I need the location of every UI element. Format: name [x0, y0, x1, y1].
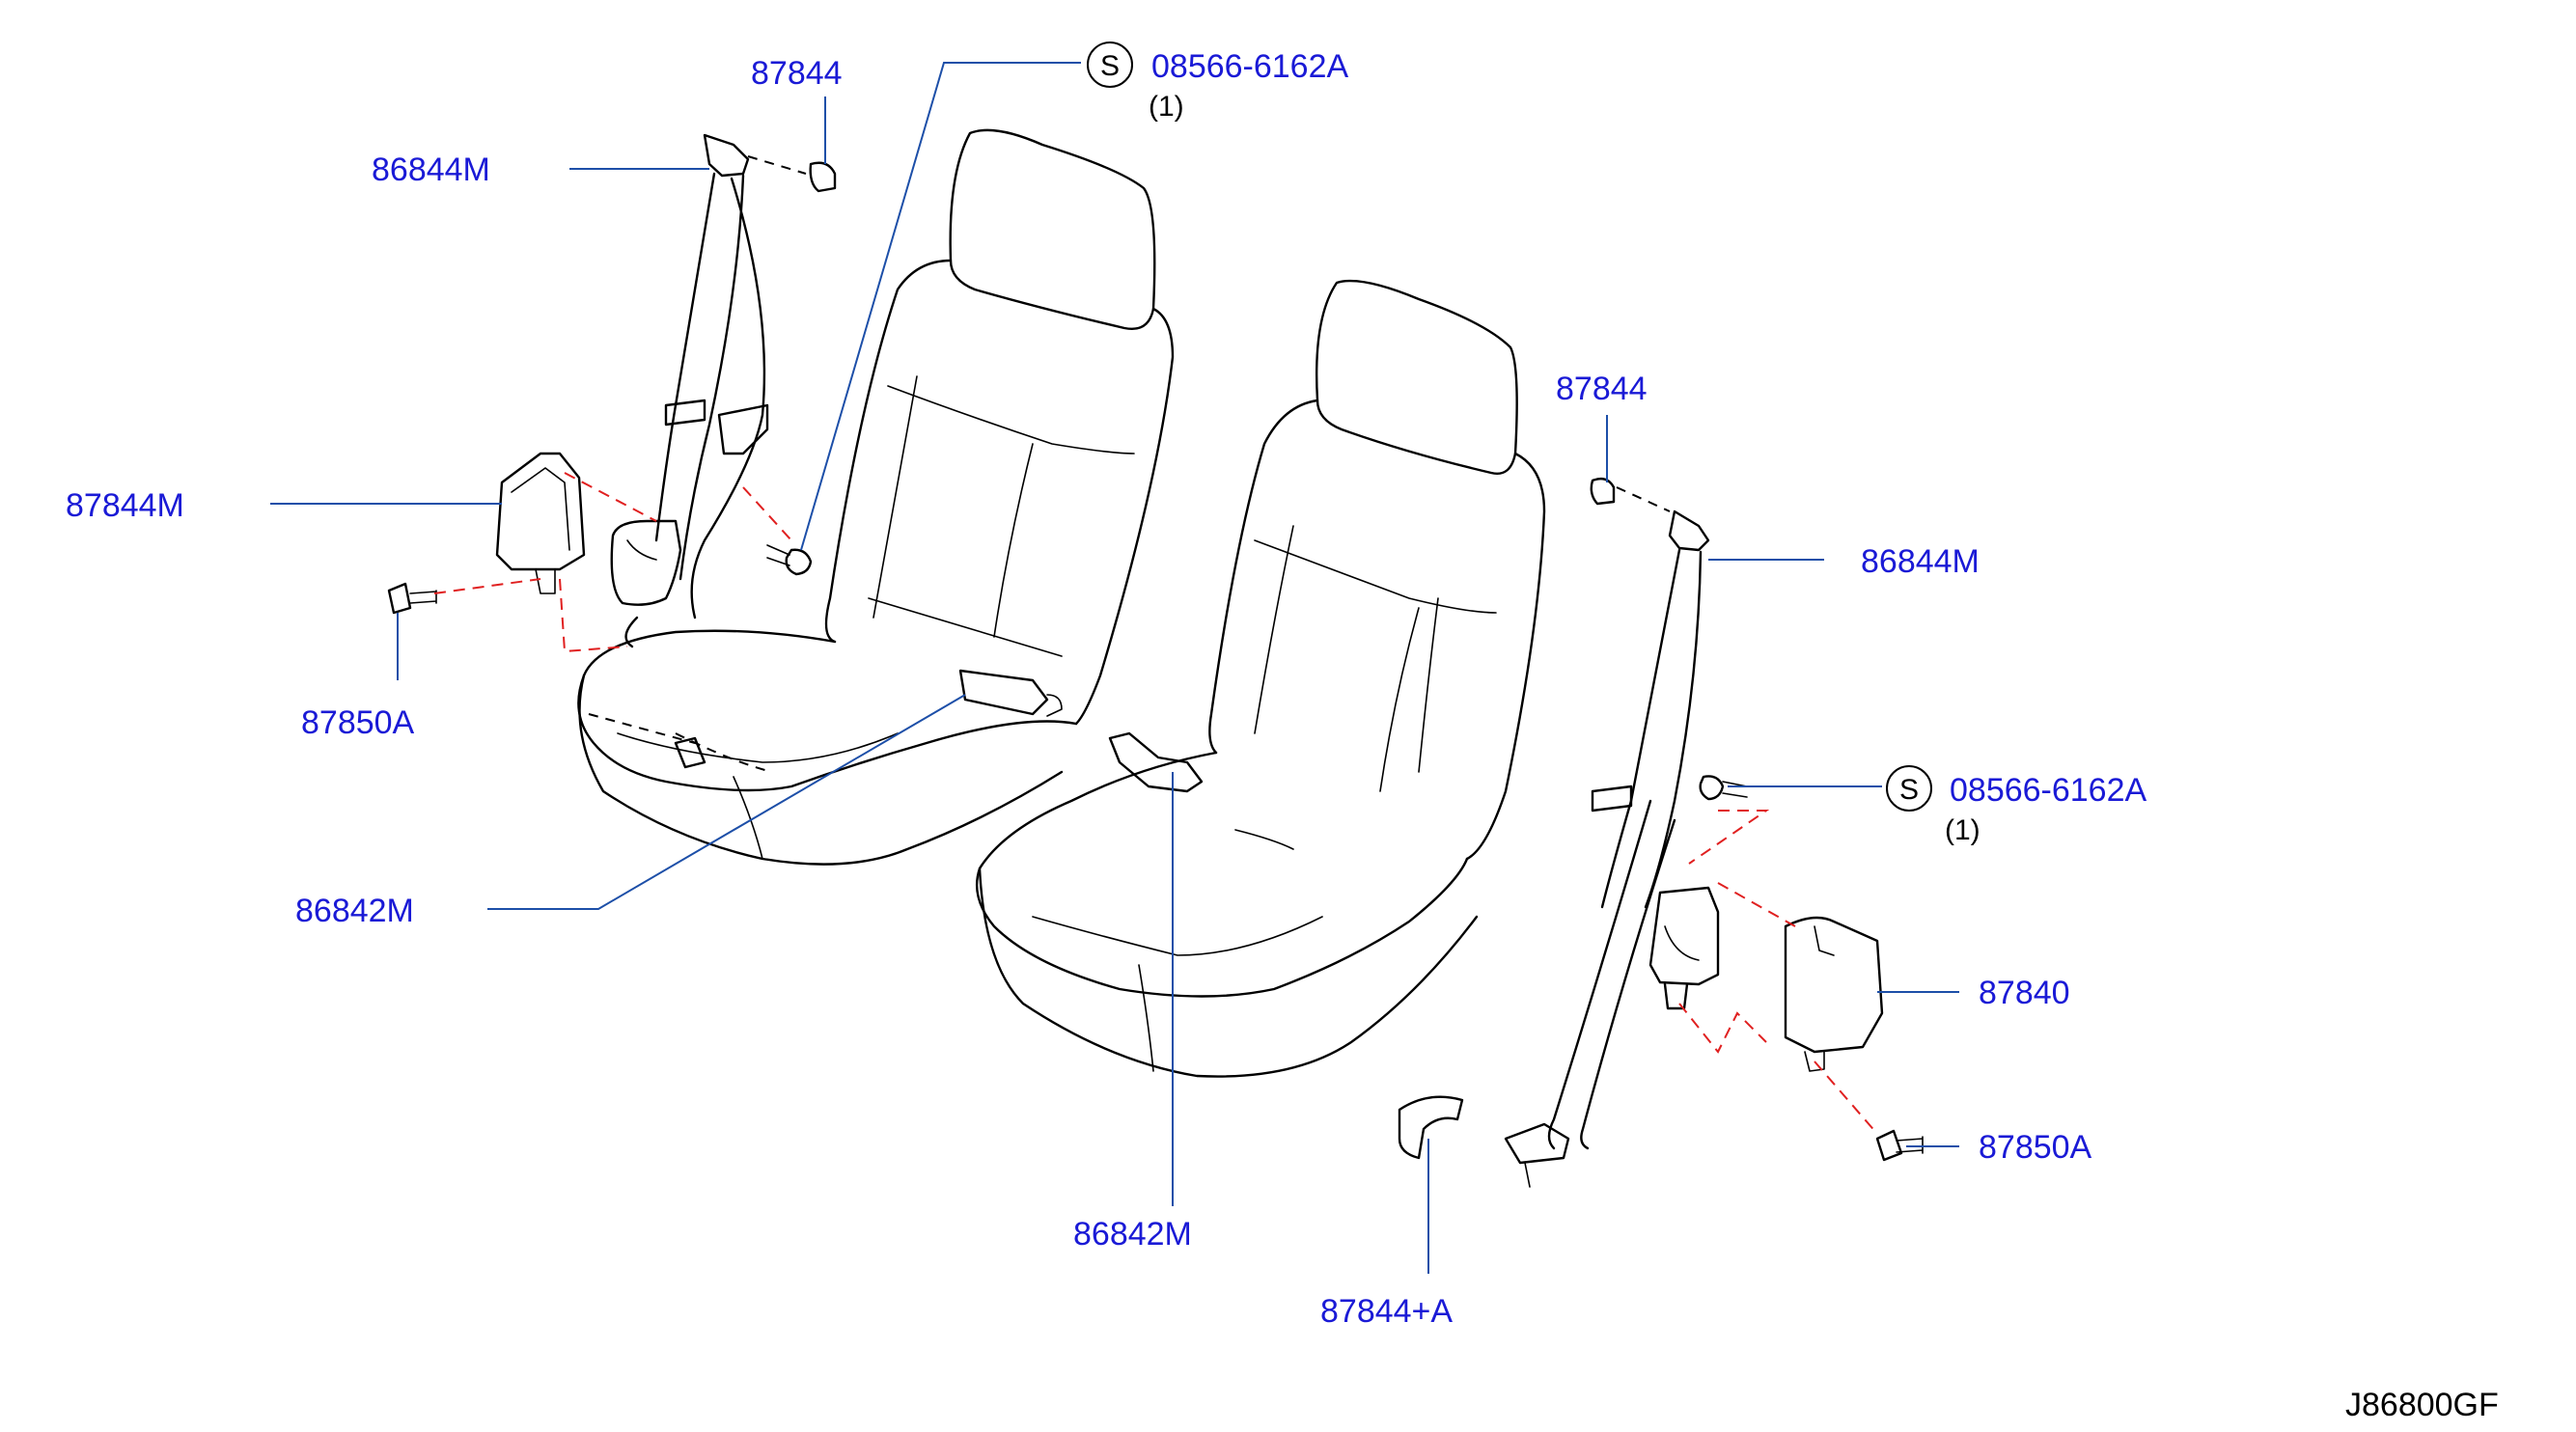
- s-symbol-circle: [1886, 765, 1932, 812]
- callout-left-screw: S 08566-6162A (1): [1087, 41, 1349, 123]
- callout-left-anchor-cover: 87844: [751, 55, 843, 92]
- s-symbol-letter: S: [1899, 774, 1919, 806]
- callout-right-screw: S 08566-6162A (1): [1886, 765, 2147, 846]
- leader-lines: [270, 62, 1959, 1274]
- s-symbol-letter: S: [1100, 50, 1120, 82]
- callout-right-seat-belt: 86844M: [1861, 543, 1980, 580]
- s-symbol-circle: [1087, 41, 1133, 88]
- callout-left-retractor-cover: 87844M: [66, 487, 184, 524]
- callout-left-buckle: 86842M: [295, 893, 414, 929]
- callout-right-screw-number: 08566-6162A: [1950, 772, 2147, 809]
- callout-left-bolt: 87850A: [301, 704, 415, 741]
- dashed-connectors: [433, 155, 1878, 1135]
- right-belt-assembly: [1108, 477, 1924, 1188]
- callout-right-screw-qty: (1): [1945, 814, 1980, 846]
- callout-lower-anchor-cover: 87844+A: [1320, 1293, 1453, 1330]
- left-belt-assembly: [387, 133, 1063, 769]
- callout-left-screw-qty: (1): [1149, 91, 1184, 123]
- center-seat-illustration: [976, 279, 1546, 1078]
- callout-left-screw-number: 08566-6162A: [1151, 48, 1349, 85]
- callout-center-buckle: 86842M: [1073, 1216, 1192, 1253]
- callout-right-bolt: 87850A: [1979, 1129, 2092, 1166]
- diagram-code: J86800GF: [2345, 1387, 2499, 1423]
- callout-right-retractor-cover: 87840: [1979, 975, 2070, 1011]
- callout-left-seat-belt: 86844M: [372, 151, 490, 188]
- callout-right-anchor-cover: 87844: [1556, 371, 1648, 407]
- left-seat-illustration: [577, 128, 1175, 866]
